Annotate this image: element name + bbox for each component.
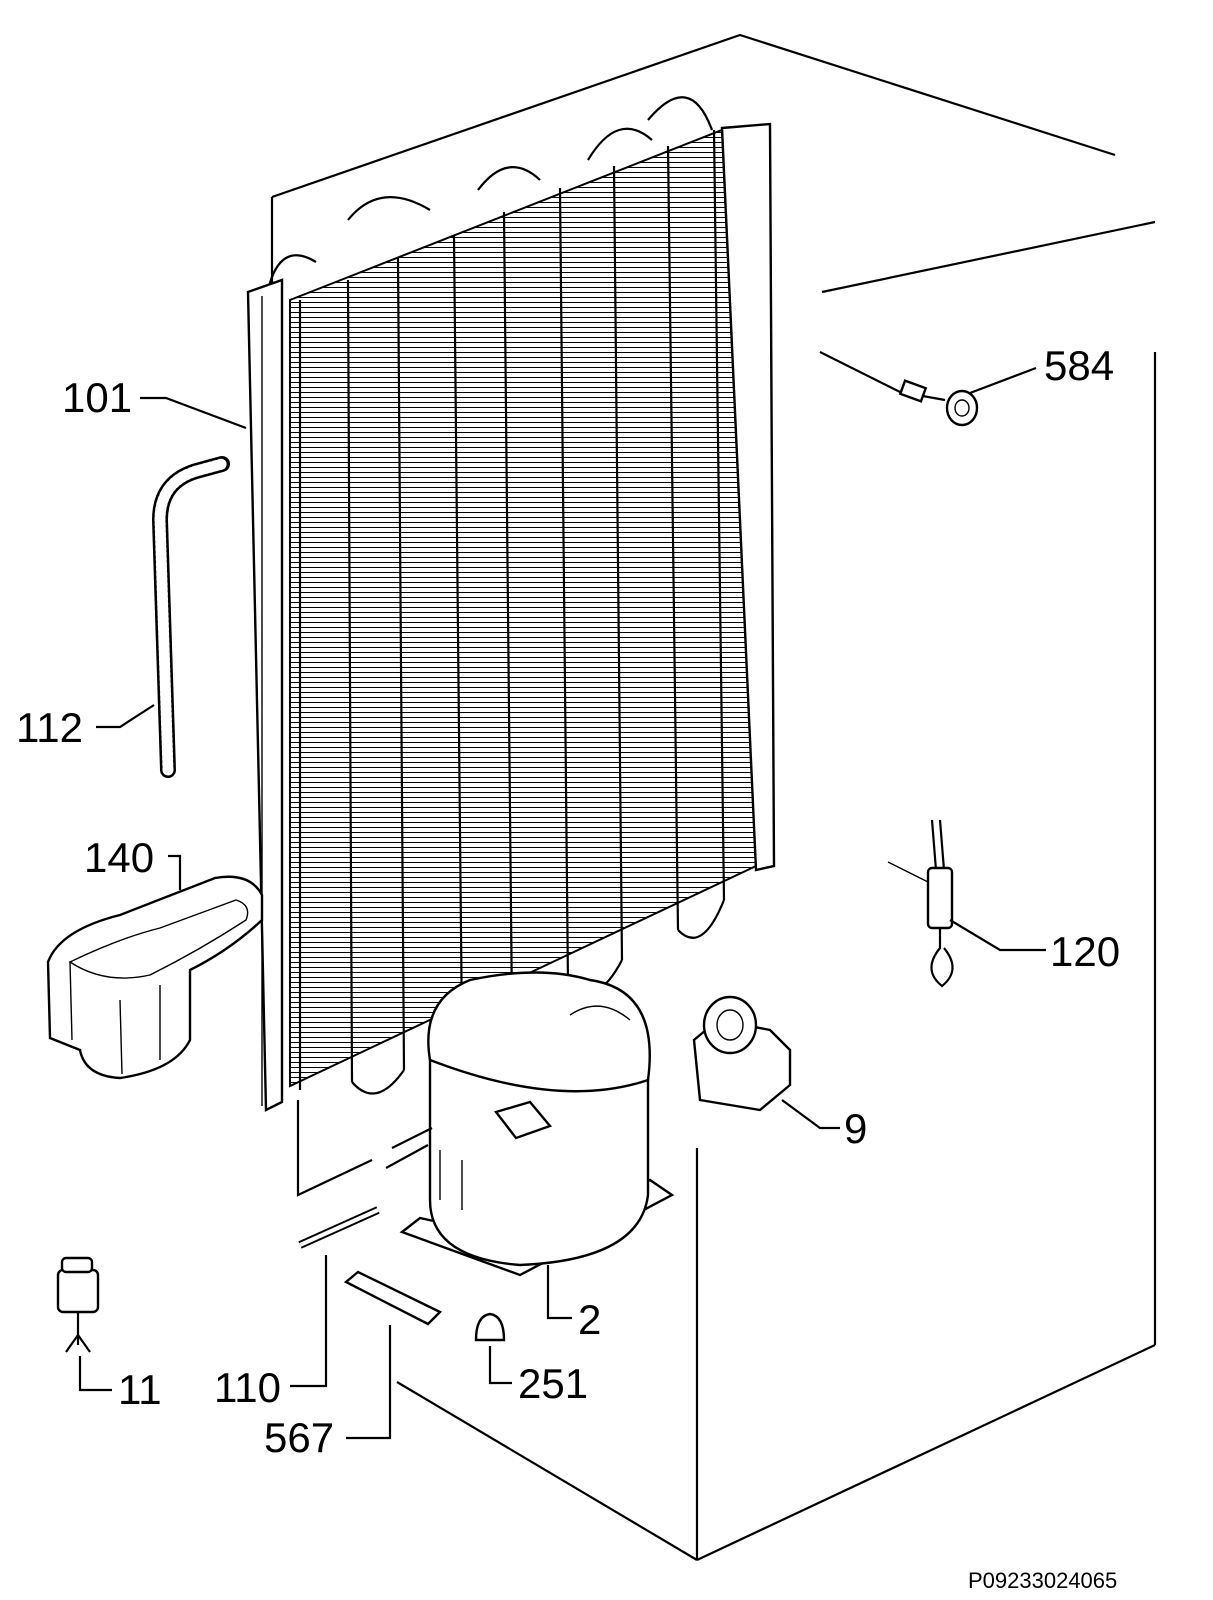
label-584: 584: [1044, 342, 1114, 389]
label-101: 101: [62, 374, 132, 421]
service-tubes: [296, 1100, 433, 1249]
starter-relay: [887, 819, 954, 988]
leader-lines: [78, 366, 1046, 1440]
label-567: 567: [264, 1414, 334, 1461]
label-112: 112: [16, 704, 83, 751]
label-2: 2: [578, 1296, 601, 1343]
filter-drier: [56, 1256, 100, 1353]
drain-hose: [151, 456, 230, 778]
drip-tray: [46, 875, 264, 1080]
thermal-protector: [819, 351, 979, 427]
label-120: 120: [1050, 928, 1120, 975]
condenser-bends-top: [266, 96, 714, 291]
rubber-grommet: [474, 1312, 506, 1342]
compressor: [399, 971, 675, 1277]
label-251: 251: [518, 1360, 588, 1407]
label-11: 11: [118, 1366, 162, 1413]
label-9: 9: [844, 1105, 867, 1152]
mounting-bracket: [343, 1270, 443, 1326]
label-110: 110: [214, 1364, 281, 1411]
label-140: 140: [84, 834, 154, 881]
mounting-clamp: [692, 995, 792, 1112]
drawing-code: P09233024065: [968, 1568, 1117, 1593]
condenser-coil: [246, 96, 776, 1112]
condenser-tubes: [298, 129, 726, 1090]
